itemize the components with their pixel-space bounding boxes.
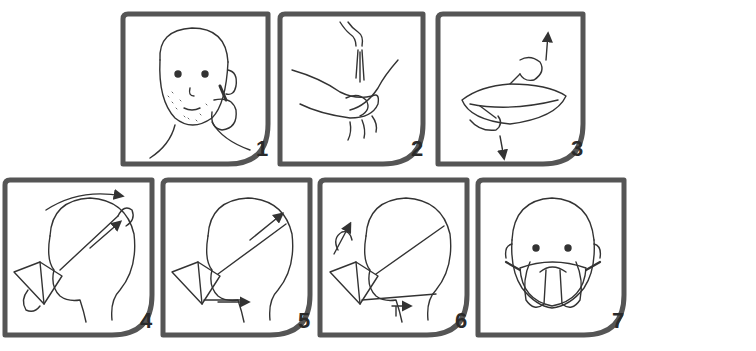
mask-fitting <box>506 198 601 308</box>
callout-number: 5 <box>298 310 310 332</box>
callout-number: 3 <box>571 138 583 160</box>
callout-number: 4 <box>140 310 152 332</box>
panel-frame <box>280 14 423 164</box>
panel-frame <box>438 14 583 164</box>
panel-frame <box>320 180 467 335</box>
callout-number: 2 <box>411 138 423 160</box>
panel-frame <box>5 180 152 335</box>
mask-placing <box>14 194 135 322</box>
callout-number: 7 <box>612 310 624 332</box>
mask-lower-strap <box>330 198 451 322</box>
shaving-man <box>150 28 250 158</box>
callout-number: 1 <box>256 138 268 160</box>
panel-frame <box>478 180 624 335</box>
panel-frame <box>123 14 268 164</box>
mask-opening <box>462 34 566 158</box>
panel-frame <box>163 180 310 335</box>
mask-upper-strap <box>172 198 293 322</box>
washing-hands <box>292 22 398 140</box>
callout-number: 6 <box>455 310 467 332</box>
